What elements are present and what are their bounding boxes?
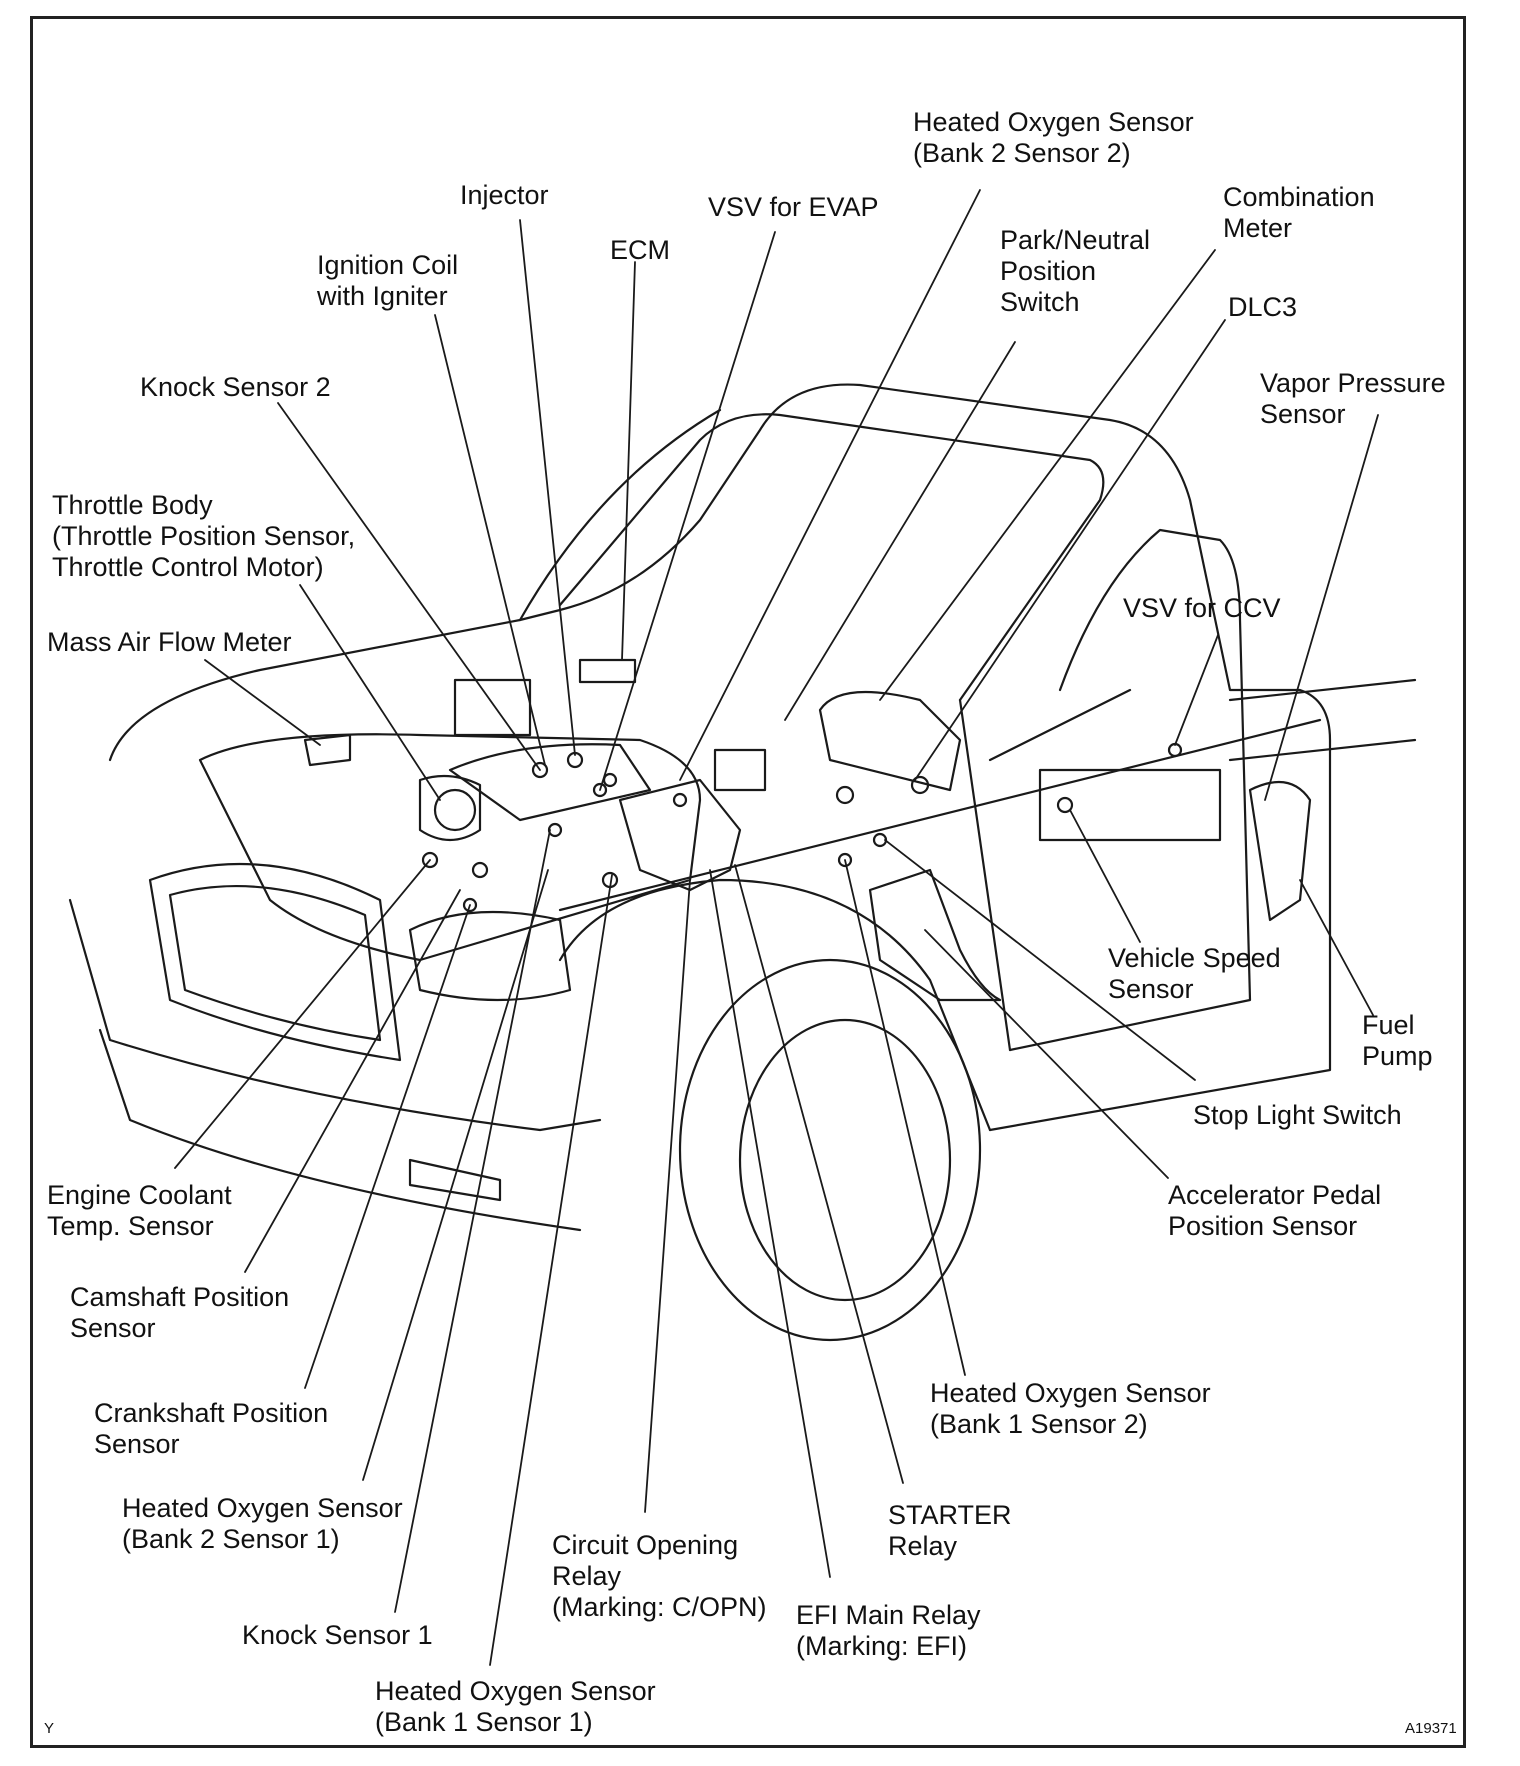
label-dlc3: DLC3	[1228, 292, 1298, 322]
leader-heated-o2-b1s2	[844, 859, 966, 1376]
leader-crankshaft	[304, 904, 471, 1389]
leader-engine-coolant	[174, 859, 431, 1169]
label-vehicle-speed: Vehicle Speed Sensor	[1108, 943, 1281, 1004]
leader-camshaft	[244, 889, 461, 1273]
front-bumper	[68, 898, 602, 1132]
leader-maf	[204, 659, 321, 746]
leader-fuel-pump	[1299, 879, 1374, 1016]
leader-injector	[519, 219, 576, 756]
label-heated-o2-b2s1: Heated Oxygen Sensor (Bank 2 Sensor 1)	[122, 1493, 403, 1554]
leader-dlc3	[914, 319, 1226, 781]
grille-inner	[168, 885, 382, 1042]
leader-heated-o2-b2s1	[362, 869, 549, 1481]
body-side	[558, 718, 1322, 912]
steering-column	[988, 688, 1132, 762]
label-circuit-opening: Circuit Opening Relay (Marking: C/OPN)	[552, 1530, 767, 1622]
label-starter-relay: STARTER Relay	[888, 1500, 1012, 1561]
label-vsv-evap: VSV for EVAP	[708, 192, 879, 222]
leader-vehicle-speed	[1069, 809, 1141, 943]
label-knock-sensor-1: Knock Sensor 1	[242, 1620, 433, 1650]
maf-meter	[303, 733, 352, 767]
label-ignition-coil: Ignition Coil with Igniter	[317, 250, 459, 311]
ecm-box	[578, 658, 637, 684]
throttle-body	[418, 774, 482, 841]
leader-circuit-opening	[644, 879, 691, 1513]
battery	[453, 678, 532, 737]
hood-outline	[108, 383, 1332, 1132]
label-heated-o2-b2s2: Heated Oxygen Sensor (Bank 2 Sensor 2)	[913, 107, 1194, 168]
label-efi-main: EFI Main Relay (Marking: EFI)	[796, 1600, 981, 1661]
label-ecm: ECM	[610, 235, 670, 265]
leader-efi-main	[709, 869, 831, 1578]
leader-vsv-evap	[599, 231, 776, 791]
headlamp	[408, 910, 572, 1002]
front-tire	[678, 958, 982, 1342]
figure-id: A19371	[1405, 1720, 1457, 1737]
leader-combination-meter	[879, 249, 1216, 701]
label-park-neutral: Park/Neutral Position Switch	[1000, 225, 1151, 317]
frame-rail	[1228, 678, 1417, 762]
label-knock-sensor-2: Knock Sensor 2	[140, 372, 331, 402]
front-tire-inner	[738, 1018, 952, 1302]
leader-knock-sensor-2	[277, 402, 541, 771]
label-heated-o2-b1s2: Heated Oxygen Sensor (Bank 1 Sensor 2)	[930, 1378, 1211, 1439]
leader-throttle-body	[299, 584, 441, 801]
label-injector: Injector	[460, 180, 549, 210]
label-vsv-ccv: VSV for CCV	[1123, 593, 1281, 623]
leader-heated-o2-b2s2	[679, 189, 981, 781]
leader-knock-sensor-1	[394, 829, 551, 1613]
leader-park-neutral	[784, 341, 1016, 721]
door-frame	[1008, 528, 1252, 1052]
label-accelerator-pedal: Accelerator Pedal Position Sensor	[1168, 1180, 1382, 1241]
cab-line	[958, 698, 1012, 1052]
leader-vsv-ccv	[1174, 634, 1219, 746]
label-heated-o2-b1s1: Heated Oxygen Sensor (Bank 1 Sensor 1)	[375, 1676, 656, 1737]
label-combination-meter: Combination Meter	[1223, 182, 1375, 243]
leader-stop-light	[884, 839, 1196, 1081]
diagram-frame	[30, 16, 1466, 1748]
label-stop-light: Stop Light Switch	[1193, 1100, 1402, 1130]
corner-mark-left: Y	[44, 1720, 55, 1737]
label-fuel-pump: Fuel Pump	[1362, 1010, 1433, 1071]
label-camshaft: Camshaft Position Sensor	[70, 1282, 290, 1343]
roof-line	[518, 408, 722, 622]
charcoal-canister	[1038, 768, 1222, 842]
fuse-box	[713, 748, 767, 792]
relay-box	[618, 778, 742, 892]
label-crankshaft: Crankshaft Position Sensor	[94, 1398, 329, 1459]
label-throttle-body: Throttle Body (Throttle Position Sensor,…	[52, 490, 356, 582]
throttle-bore	[433, 788, 477, 832]
leader-ecm	[621, 261, 636, 661]
engine-bay	[198, 733, 702, 962]
intake-manifold	[448, 743, 652, 822]
fog-lamp	[408, 1158, 502, 1202]
grille	[148, 862, 402, 1062]
leader-heated-o2-b1s1	[489, 874, 613, 1666]
leader-ignition-coil	[434, 314, 546, 766]
leader-starter-relay	[734, 864, 904, 1484]
leader-accelerator	[924, 929, 1169, 1179]
fuel-pump-assy	[1248, 780, 1312, 922]
bumper-lower	[98, 1028, 582, 1232]
leader-vapor-pressure	[1264, 414, 1379, 801]
label-engine-coolant: Engine Coolant Temp. Sensor	[47, 1180, 232, 1241]
wheel-arch	[558, 878, 992, 1132]
label-vapor-pressure: Vapor Pressure Sensor	[1260, 368, 1446, 429]
accelerator-pedal	[868, 868, 1002, 1002]
combination-meter-housing	[818, 690, 962, 792]
label-mass-air-flow: Mass Air Flow Meter	[47, 627, 292, 657]
